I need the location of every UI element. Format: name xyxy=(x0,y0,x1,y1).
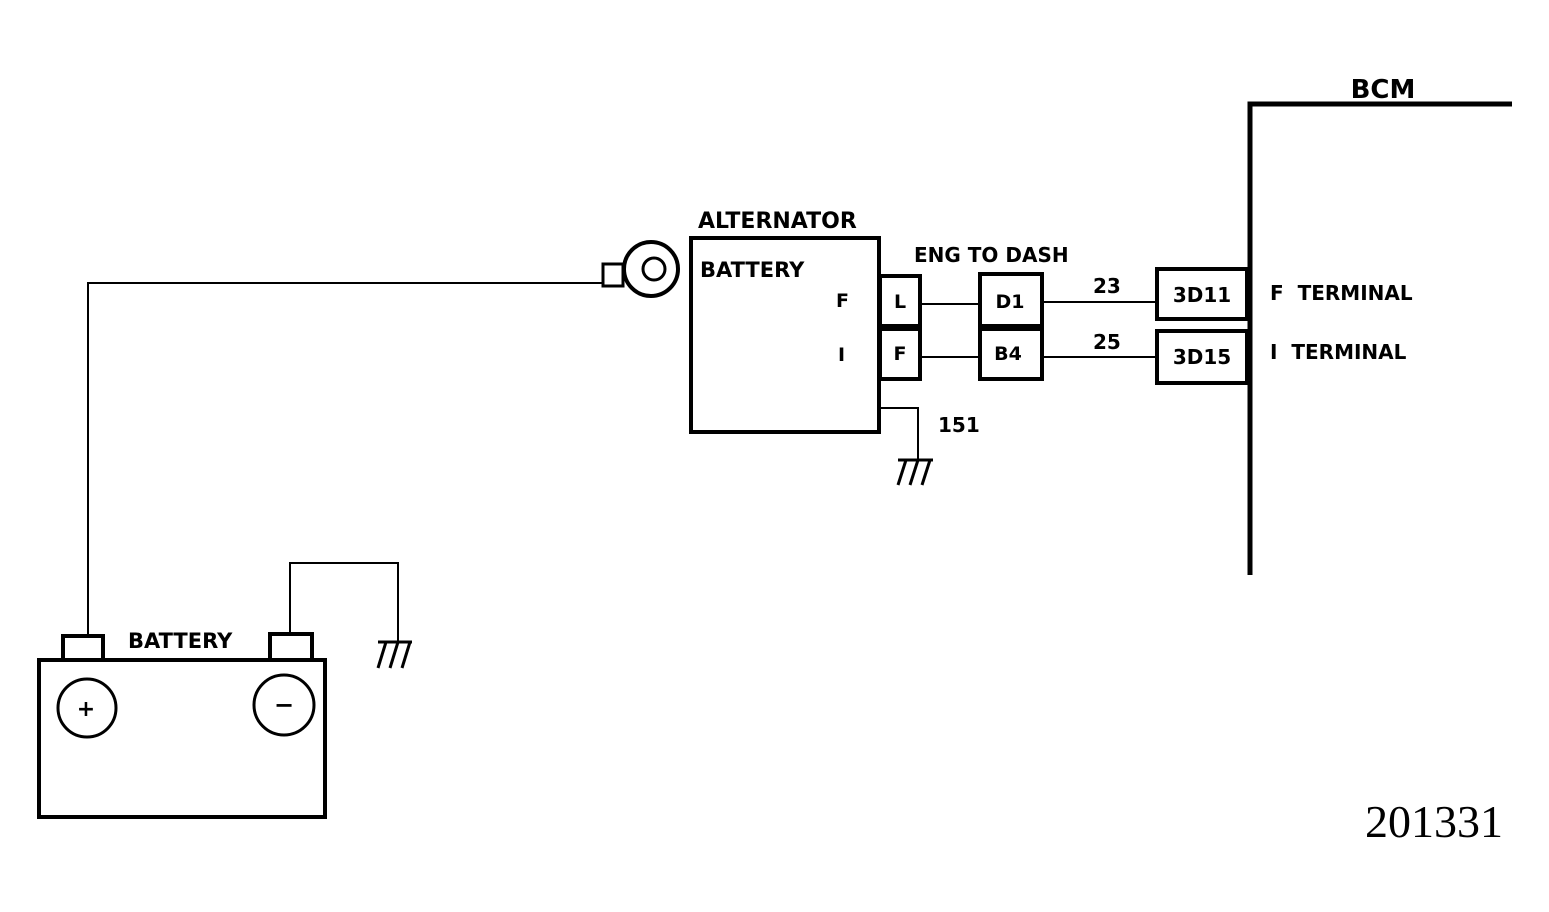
bcm-terminals: 3D11 3D15 F TERMINAL I TERMINAL xyxy=(1155,267,1413,385)
minus-terminal-icon xyxy=(252,673,316,737)
bcm-3d11-label: 3D11 xyxy=(1173,283,1231,307)
alternator-body xyxy=(689,236,881,434)
ground-wire-151 xyxy=(879,407,919,460)
battery-ground-hatch-1 xyxy=(376,641,388,669)
battery-negative-post xyxy=(268,632,314,662)
bcm-label: BCM xyxy=(1351,75,1416,105)
wire-25-label: 25 xyxy=(1093,330,1121,354)
alternator-battery-label: BATTERY xyxy=(700,258,805,282)
terminal-lug xyxy=(601,262,625,288)
alternator: ALTERNATOR BATTERY F I xyxy=(689,209,881,434)
conn-d1-box xyxy=(978,272,1044,328)
conn-b4-label: B4 xyxy=(994,343,1022,365)
bcm-module: BCM xyxy=(1247,75,1512,575)
minus-sign: − xyxy=(274,691,294,719)
i-terminal-label: I TERMINAL xyxy=(1270,340,1407,364)
bcm-3d15-label: 3D15 xyxy=(1173,345,1231,369)
figure-number: 201331 xyxy=(1365,796,1503,847)
ground-hatch-3 xyxy=(920,459,932,486)
battery: BATTERY + − xyxy=(37,629,327,819)
battery-positive-wire xyxy=(87,282,603,636)
pin-f-box xyxy=(878,327,922,381)
battery-label: BATTERY xyxy=(128,629,233,653)
conn-b4-box xyxy=(978,327,1044,381)
wire-23-label: 23 xyxy=(1093,274,1121,298)
battery-ground xyxy=(289,562,412,669)
alternator-ground: 151 xyxy=(879,407,980,486)
eng-to-dash-label: ENG TO DASH xyxy=(914,243,1069,267)
alternator-label: ALTERNATOR xyxy=(698,209,857,234)
plus-terminal-icon xyxy=(56,677,118,739)
battery-ground-wire xyxy=(289,562,399,642)
terminal-stud xyxy=(641,256,667,282)
eng-to-dash-connector: ENG TO DASH D1 B4 xyxy=(914,243,1069,381)
battery-positive-post xyxy=(61,634,105,662)
f-terminal-label: F TERMINAL xyxy=(1270,281,1413,305)
pin-l-box xyxy=(878,274,922,328)
pin-l-label: L xyxy=(894,291,906,313)
bcm-3d15-box xyxy=(1155,329,1249,385)
alternator-battery-terminal xyxy=(601,240,680,298)
alternator-connector: L F xyxy=(878,274,922,381)
pin-f-label: F xyxy=(894,343,907,365)
battery-ground-hatch-2 xyxy=(388,641,400,669)
conn-d1-label: D1 xyxy=(996,291,1025,313)
plus-sign: + xyxy=(77,697,95,722)
bcm-3d11-box xyxy=(1155,267,1249,321)
alternator-i-label: I xyxy=(838,344,845,366)
ground-151-label: 151 xyxy=(938,413,980,437)
ground-hatch-2 xyxy=(908,459,920,486)
ground-hatch-1 xyxy=(896,459,908,486)
bcm-outline xyxy=(1247,101,1512,575)
battery-ground-hatch-3 xyxy=(400,641,412,669)
alternator-f-label: F xyxy=(836,290,849,312)
